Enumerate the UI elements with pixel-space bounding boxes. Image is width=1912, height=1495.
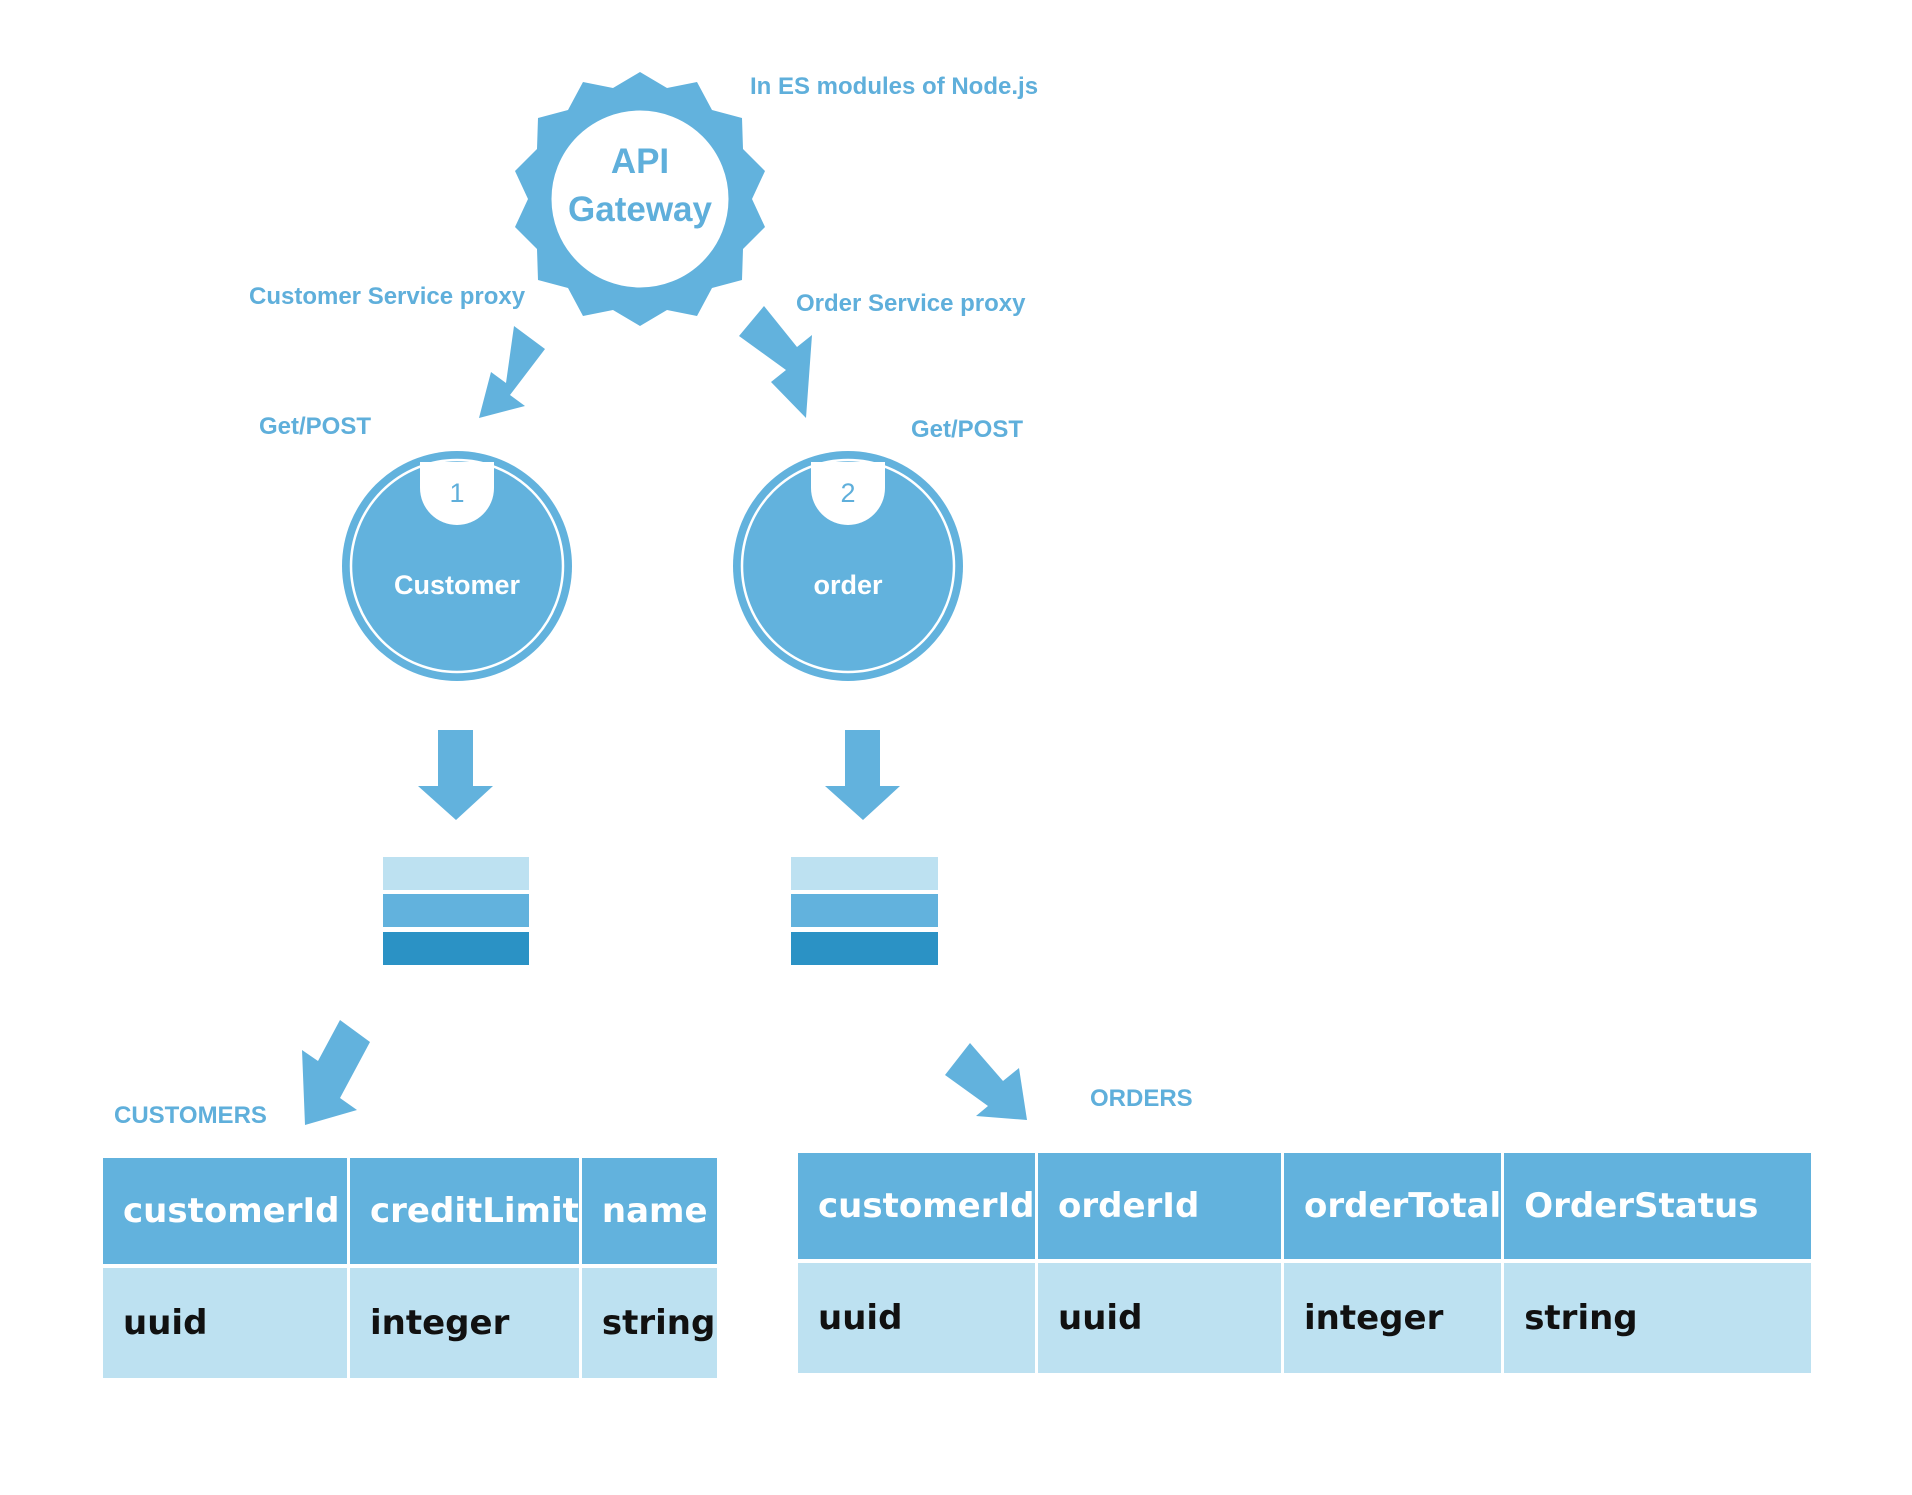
order-method-label: Get/POST [911,416,1024,443]
customers-table-title: CUSTOMERS [114,1102,267,1129]
orders-type-cell: integer [1284,1263,1502,1373]
orders-type-cell: string [1504,1263,1812,1373]
api-gateway-inner-ring [548,107,732,291]
customer-db-layer-top [383,857,529,890]
orders-header-cell: OrderStatus [1504,1153,1812,1263]
customers-type-cell: string [581,1268,717,1378]
order-db-layer-middle [791,894,938,927]
customers-header-cell: creditLimit [350,1158,579,1268]
customer-service-number: 1 [449,478,465,508]
orders-header-row: customerId orderId orderTotal OrderStatu… [798,1153,1812,1263]
customer-db-layer-middle [383,894,529,927]
customers-type-cell: uuid [103,1268,347,1378]
customers-header-cell: name [581,1158,717,1268]
api-gateway-line1: API [610,142,670,181]
customers-table: customerId creditLimit name uuid integer… [100,1158,720,1378]
customers-header-row: customerId creditLimit name [103,1158,717,1268]
order-service-ring [740,458,956,674]
customer-proxy-label: Customer Service proxy [249,283,526,310]
customers-type-cell: integer [350,1268,579,1378]
orders-type-cell: uuid [1038,1263,1281,1373]
order-proxy-label: Order Service proxy [796,290,1026,317]
order-service-circle [733,451,963,681]
customer-db-layer-bottom [383,932,529,965]
orders-header-cell: orderId [1038,1153,1281,1263]
customer-proxy-arrow [479,326,545,418]
orders-table: customerId orderId orderTotal OrderStatu… [795,1153,1814,1373]
customer-service-name: Customer [393,570,521,600]
order-db-layer-bottom [791,932,938,965]
customer-service-badge [420,462,494,525]
orders-table-title: ORDERS [1090,1085,1193,1112]
orders-header-cell: customerId [798,1153,1035,1263]
customer-method-label: Get/POST [259,413,372,440]
order-db-layer-top [791,857,938,890]
customers-table-arrow [302,1020,370,1125]
orders-type-row: uuid uuid integer string [798,1263,1812,1373]
order-service-number: 2 [840,478,856,508]
customers-type-row: uuid integer string [103,1268,717,1378]
api-gateway-line2: Gateway [568,190,712,229]
runtime-note: In ES modules of Node.js [750,73,1039,100]
order-db-arrow [825,730,900,820]
orders-type-cell: uuid [798,1263,1035,1373]
orders-header-cell: orderTotal [1284,1153,1502,1263]
order-proxy-arrow [739,306,812,418]
customer-service-ring [349,458,565,674]
order-service-name: order [813,570,883,600]
customer-service-circle [342,451,572,681]
customers-header-cell: customerId [103,1158,347,1268]
api-gateway-label: API Gateway [550,138,730,234]
orders-table-arrow [945,1043,1027,1120]
order-service-badge [811,462,885,525]
customer-db-arrow [418,730,493,820]
